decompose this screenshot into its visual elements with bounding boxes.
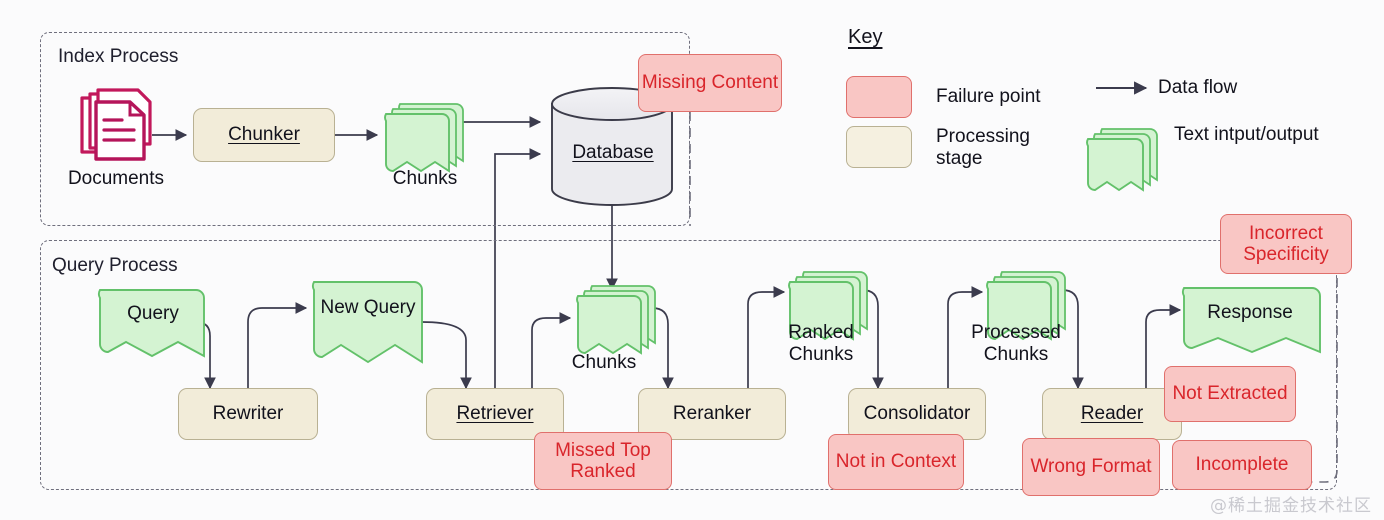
- key-text-io-label: Text intput/output: [1174, 124, 1319, 145]
- retriever-node[interactable]: Retriever: [426, 388, 564, 440]
- chunks-label-index: Chunks: [392, 168, 458, 189]
- failure-not-extracted-label: Not Extracted: [1172, 383, 1288, 405]
- response-label: Response: [1207, 302, 1293, 323]
- processed-chunks-label: Processed Chunks: [971, 322, 1061, 365]
- ranked-chunks-label: Ranked Chunks: [788, 322, 854, 365]
- reranker-label: Reranker: [672, 403, 752, 425]
- failure-incomplete[interactable]: Incomplete: [1172, 440, 1312, 490]
- chunker-node[interactable]: Chunker: [193, 108, 335, 162]
- new-query-label: New Query: [320, 297, 416, 318]
- index-process-group: [40, 32, 690, 226]
- failure-incomplete-label: Incomplete: [1195, 454, 1289, 476]
- chunks-stack-icon-index: [384, 103, 464, 173]
- incorrect-specificity-dashed-link: [1300, 278, 1338, 483]
- failure-wrong-format[interactable]: Wrong Format: [1022, 438, 1160, 496]
- key-data-flow-label: Data flow: [1158, 77, 1238, 98]
- processed-chunks-stack-icon: [986, 271, 1066, 341]
- response-note-shape: [1181, 287, 1321, 354]
- query-process-title: Query Process: [52, 255, 178, 276]
- retriever-label: Retriever: [456, 403, 534, 425]
- failure-incorrect-specificity-label: Incorrect Specificity: [1243, 222, 1329, 265]
- chunks-stack-icon-query: [576, 285, 656, 355]
- rewriter-node[interactable]: Rewriter: [178, 388, 318, 440]
- failure-incorrect-specificity[interactable]: Incorrect Specificity: [1220, 214, 1352, 274]
- documents-icon: [80, 88, 152, 161]
- database-label-text: Database: [572, 142, 654, 163]
- new-query-note-shape: [311, 281, 423, 364]
- documents-label: Documents: [67, 168, 165, 189]
- key-stage-label: Processing stage: [936, 126, 1030, 170]
- key-text-io-icon: [1086, 128, 1158, 192]
- key-failure-swatch: [846, 76, 912, 118]
- consolidator-node[interactable]: Consolidator: [848, 388, 986, 440]
- consolidator-label: Consolidator: [863, 403, 971, 425]
- failure-missing-content-label: Missing Content: [641, 72, 779, 94]
- failure-not-extracted[interactable]: Not Extracted: [1164, 366, 1296, 422]
- reader-label: Reader: [1080, 403, 1144, 425]
- failure-not-in-context[interactable]: Not in Context: [828, 434, 964, 490]
- watermark: @稀土掘金技术社区: [1210, 496, 1372, 516]
- database-label: Database: [552, 142, 674, 164]
- index-process-title: Index Process: [58, 46, 179, 67]
- failure-missed-top-ranked-label: Missed Top Ranked: [555, 439, 651, 482]
- query-label: Query: [127, 303, 179, 324]
- key-stage-swatch: [846, 126, 912, 168]
- key-failure-label: Failure point: [936, 86, 1041, 107]
- failure-wrong-format-label: Wrong Format: [1030, 456, 1152, 478]
- query-process-group: [40, 240, 1337, 490]
- reranker-node[interactable]: Reranker: [638, 388, 786, 440]
- key-title: Key: [848, 26, 883, 48]
- chunks-label-query: Chunks: [571, 352, 637, 373]
- reader-node[interactable]: Reader: [1042, 388, 1182, 440]
- failure-not-in-context-label: Not in Context: [835, 451, 957, 473]
- query-note-shape: [97, 289, 205, 358]
- chunker-label: Chunker: [228, 124, 300, 146]
- failure-missed-top-ranked[interactable]: Missed Top Ranked: [534, 432, 672, 490]
- failure-missing-content[interactable]: Missing Content: [638, 54, 782, 112]
- ranked-chunks-stack-icon: [788, 271, 868, 341]
- rewriter-label: Rewriter: [212, 403, 284, 425]
